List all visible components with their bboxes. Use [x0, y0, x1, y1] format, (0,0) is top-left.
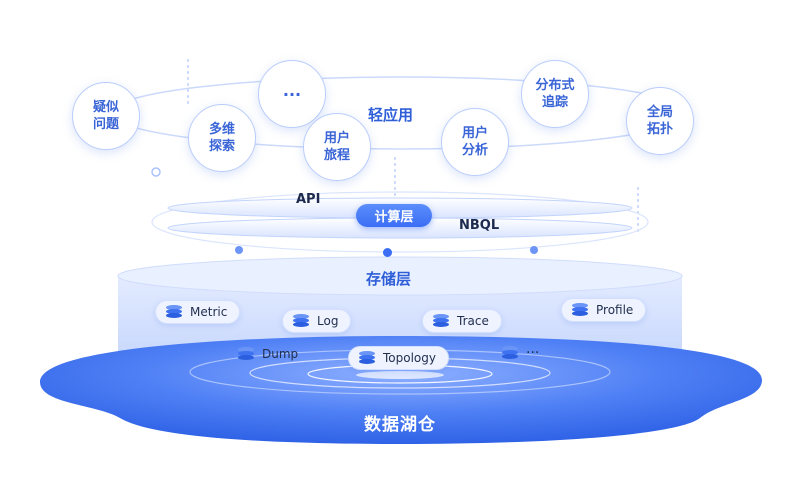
storage-chip-metric: Metric [155, 300, 241, 324]
app-node-line: 多维 [208, 122, 235, 137]
storage-chip-label: Dump [262, 347, 299, 361]
compute-outer-ring [151, 191, 649, 253]
app-node-line: 拓扑 [646, 122, 673, 137]
app-node-line: 全局 [646, 105, 673, 120]
app-node-line: 问题 [92, 117, 119, 132]
data-lake-base [40, 336, 762, 444]
storage-chip-profile: Profile [561, 298, 647, 322]
storage-chip-label: Trace [457, 314, 489, 328]
app-node-user-journey: 用户 旅程 [303, 113, 371, 181]
blue-dot-right [530, 246, 538, 254]
database-icon [359, 351, 375, 365]
database-icon [166, 305, 182, 319]
app-node-global-topology: 全局 拓扑 [626, 87, 694, 155]
storage-chip-topology: Topology [348, 346, 449, 370]
app-node-multidim-explore: 多维 探索 [188, 104, 256, 172]
app-node-user-analysis: 用户 分析 [441, 108, 509, 176]
app-node-line: 用户 [323, 131, 350, 146]
storage-chip-label: Profile [596, 303, 634, 317]
database-icon [502, 346, 518, 360]
lake-ripple-4 [356, 371, 444, 379]
compute-layer-label: 计算层 [356, 204, 432, 227]
app-node-line: 追踪 [541, 95, 568, 110]
storage-chip-label: Metric [190, 305, 228, 319]
app-node-more: ··· [258, 60, 326, 128]
app-node-line: 探索 [208, 139, 235, 154]
storage-layer-label: 存储层 [366, 270, 412, 288]
app-node-line: 疑似 [92, 100, 119, 115]
database-icon [238, 347, 254, 361]
storage-chip-log: Log [282, 309, 352, 333]
storage-chip-more: ··· [492, 341, 551, 365]
app-layer-label: 轻应用 [368, 106, 414, 124]
app-node-line: 用户 [461, 126, 488, 141]
storage-chip-dump: Dump [228, 342, 310, 366]
blue-dot-left [235, 246, 243, 254]
app-node-distributed-tracing: 分布式 追踪 [521, 60, 589, 128]
app-node-similar-issues: 疑似 问题 [72, 82, 140, 150]
storage-chip-label: ··· [526, 345, 540, 361]
database-icon [293, 314, 309, 328]
app-node-line: 分析 [461, 143, 488, 158]
data-lake-label: 数据湖仓 [364, 415, 436, 435]
api-label: API [296, 192, 321, 207]
storage-chip-label: Topology [383, 351, 436, 365]
blue-dot-center [383, 248, 392, 257]
storage-cylinder-top [117, 256, 683, 296]
storage-chip-label: Log [317, 314, 339, 328]
app-node-line: 分布式 [535, 78, 575, 93]
database-icon [433, 314, 449, 328]
database-icon [572, 303, 588, 317]
app-node-line: ··· [282, 84, 302, 104]
compute-ring-small [151, 167, 161, 177]
storage-chip-trace: Trace [422, 309, 502, 333]
app-node-line: 旅程 [323, 148, 350, 163]
nbql-label: NBQL [459, 218, 500, 233]
